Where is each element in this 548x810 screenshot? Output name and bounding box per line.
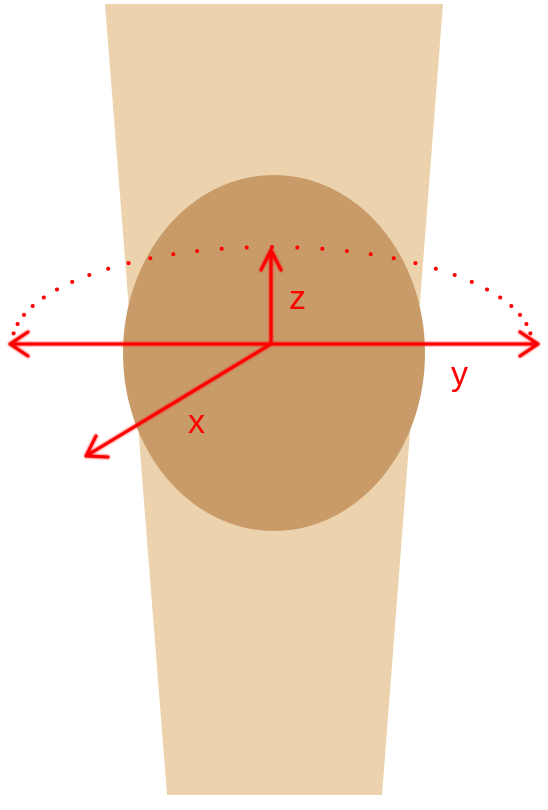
z-axis-label: z [289,279,306,317]
rotation-arc-dot [70,279,75,284]
rotation-arc-dot [485,287,489,292]
rotation-arc-dot [55,287,59,292]
z-axis-arrow [259,248,283,346]
rotation-arc-dot [413,261,418,266]
rotation-arc-dot [30,304,35,308]
rotation-arc-dot [344,249,349,254]
rotation-arc-dot [498,295,503,300]
rotation-arc-dot [368,252,373,257]
rotation-arc-dot [518,312,522,317]
rotation-arc-dotted [11,245,533,336]
rotation-arc-dot [391,256,396,261]
rotation-arc-dot [433,266,438,271]
rotation-arc-dot [171,252,176,257]
rotation-arc-dot [524,322,529,326]
rotation-arc-dot [469,279,474,284]
rotation-arc-dot [244,245,249,250]
rotation-arc-dot [270,245,274,249]
rotation-arc-dot [528,331,533,336]
rotation-arc-dot [195,249,200,254]
knee-joint-ellipse [123,175,425,531]
rotation-arc-dot [126,261,131,266]
rotation-arc-dot [15,322,20,326]
rotation-arc-dot [11,331,16,336]
rotation-arc-dot [509,304,514,308]
y-axis-arrow [8,330,540,358]
rotation-arc-dot [219,246,224,251]
rotation-arc-dot [106,266,111,271]
rotation-arc-dot [87,273,92,277]
x-axis-label: x [188,403,205,441]
rotation-arc-dot [148,256,153,261]
rotation-arc-dot [22,312,26,317]
rotation-arc-dot [295,245,300,250]
x-axis-arrow [84,342,273,459]
rotation-arc-dot [41,295,46,300]
rotation-arc-dot [320,246,325,251]
y-axis-label: y [451,355,468,393]
rotation-arc-dot [452,273,457,277]
